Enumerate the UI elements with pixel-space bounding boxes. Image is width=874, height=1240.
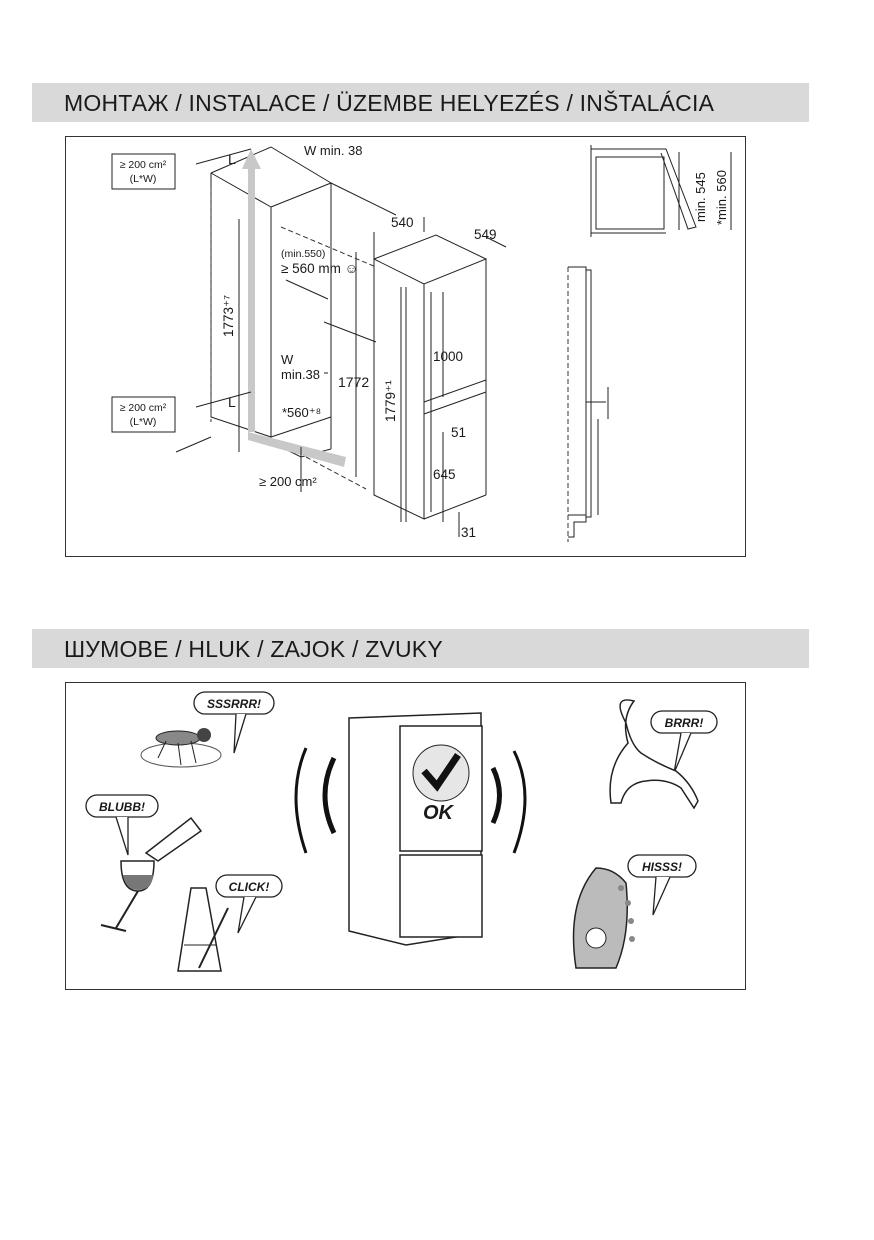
label-niche-width: *560⁺⁸	[282, 405, 321, 420]
vent-box-bottom: ≥ 200 cm² (L*W)	[111, 396, 176, 433]
label-min-560: *min. 560	[714, 170, 729, 225]
fridge-illustration: OK	[348, 712, 483, 946]
label-L-bottom: L	[228, 394, 236, 410]
svg-text:≥ 200 cm²: ≥ 200 cm²	[120, 402, 167, 414]
bubble-cat: BRRR!	[650, 710, 718, 774]
sound-waves-icon	[294, 747, 527, 854]
svg-text:BLUBB!: BLUBB!	[99, 800, 145, 814]
svg-text:HISSS!: HISSS!	[642, 860, 682, 874]
label-depth-min-note: (min.550)	[281, 248, 325, 260]
cat-icon	[609, 699, 699, 810]
svg-text:SSSRRR!: SSSRRR!	[207, 697, 261, 711]
label-height-1772: 1772	[338, 374, 369, 390]
metronome-icon	[177, 887, 229, 972]
bubble-wine: BLUBB!	[85, 794, 159, 856]
label-W-mid-min: min.38	[281, 367, 320, 382]
noise-section-header: ШУМОВЕ / HLUK / ZAJOK / ZVUKY	[32, 629, 809, 668]
ok-label: OK	[423, 802, 455, 824]
installation-diagram: ≥ 200 cm² (L*W) ≥ 200 cm² (L*W)	[65, 136, 746, 557]
bubble-iron: HISSS!	[627, 854, 697, 916]
label-W-top: W min. 38	[304, 143, 363, 158]
label-W-mid: W	[281, 352, 294, 367]
noise-illustration: OK SSSRRR! BLUBB! CLICK! BRRR!	[65, 682, 746, 990]
door-side-view	[590, 145, 732, 237]
label-door-645: 645	[433, 467, 456, 482]
label-min-545: min. 545	[693, 172, 708, 222]
label-gap-51: 51	[451, 425, 466, 440]
label-foot-31: 31	[461, 525, 476, 540]
label-height-1779: 1779⁺¹	[383, 380, 398, 422]
bubble-metronome: CLICK!	[215, 874, 283, 934]
svg-text:(L*W): (L*W)	[130, 173, 157, 185]
vent-box-top: ≥ 200 cm² (L*W)	[111, 153, 176, 190]
svg-text:BRRR!: BRRR!	[665, 716, 704, 730]
svg-text:CLICK!: CLICK!	[229, 880, 270, 894]
fly-icon	[140, 728, 222, 768]
installation-title: МОНТАЖ / INSTALACE / ÜZEMBE HELYEZÉS / I…	[64, 90, 715, 116]
svg-text:(L*W): (L*W)	[130, 416, 157, 428]
fridge-drawing	[373, 217, 507, 537]
niche-cabinet-drawing	[175, 146, 402, 522]
bubble-fly: SSSRRR!	[193, 691, 275, 754]
iron-icon	[572, 867, 635, 969]
niche-side-view	[567, 266, 609, 542]
noise-title: ШУМОВЕ / HLUK / ZAJOK / ZVUKY	[64, 636, 443, 662]
label-width-540: 540	[391, 215, 414, 230]
label-vent-floor: ≥ 200 cm²	[259, 474, 317, 489]
label-depth-min: ≥ 560 mm ☺	[281, 261, 358, 276]
label-door-1000: 1000	[433, 349, 463, 364]
wine-glass-icon	[100, 816, 203, 932]
label-L-top: L	[228, 151, 236, 167]
label-niche-height: 1773⁺⁷	[221, 295, 236, 337]
label-depth-549: 549	[474, 227, 497, 242]
svg-text:≥ 200 cm²: ≥ 200 cm²	[120, 159, 167, 171]
installation-section-header: МОНТАЖ / INSTALACE / ÜZEMBE HELYEZÉS / I…	[32, 83, 809, 122]
